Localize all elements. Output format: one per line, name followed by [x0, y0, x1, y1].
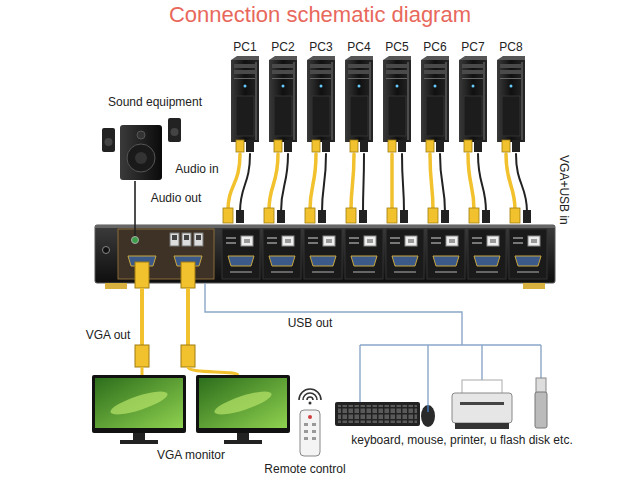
device-label: Remote control	[264, 463, 345, 477]
device-node: Sound equipment	[108, 96, 202, 110]
device-label: PC4	[347, 41, 370, 55]
device-node: VGA monitor	[157, 449, 225, 463]
device-node: PC4	[347, 41, 370, 55]
speaker-set	[102, 118, 181, 236]
device-node: PC5	[385, 41, 408, 55]
vga-usb-cables	[228, 154, 527, 212]
port-label: Audio in	[175, 163, 218, 177]
device-label: Sound equipment	[108, 96, 202, 110]
device-node: keyboard, mouse, printer, u flash disk e…	[351, 434, 572, 448]
port-label: VGA out	[86, 329, 131, 343]
device-label: PC2	[271, 41, 294, 55]
device-node: PC7	[461, 41, 484, 55]
port-label: VGA+USB in	[556, 155, 570, 225]
device-label: PC8	[499, 41, 522, 55]
port-label: USB out	[288, 317, 333, 331]
device-label: PC1	[233, 41, 256, 55]
remote-control-icon	[299, 389, 321, 456]
device-node: PC3	[309, 41, 332, 55]
kvm-switch	[95, 225, 555, 289]
device-node: PC1	[233, 41, 256, 55]
device-node: PC2	[271, 41, 294, 55]
device-label: PC7	[461, 41, 484, 55]
cable-plugs	[223, 140, 531, 223]
pc-towers	[231, 56, 525, 142]
usb-peripherals	[335, 378, 547, 429]
device-label: VGA monitor	[157, 449, 225, 463]
device-label: keyboard, mouse, printer, u flash disk e…	[351, 434, 572, 448]
diagram-title: Connection schematic diagram	[169, 2, 471, 28]
port-label: Audio out	[151, 192, 202, 206]
device-label: PC3	[309, 41, 332, 55]
device-node: Remote control	[264, 463, 345, 477]
device-label: PC6	[423, 41, 446, 55]
vga-out-cables	[135, 262, 238, 375]
device-node: PC8	[499, 41, 522, 55]
device-label: PC5	[385, 41, 408, 55]
vga-monitors	[92, 375, 290, 444]
device-node: PC6	[423, 41, 446, 55]
